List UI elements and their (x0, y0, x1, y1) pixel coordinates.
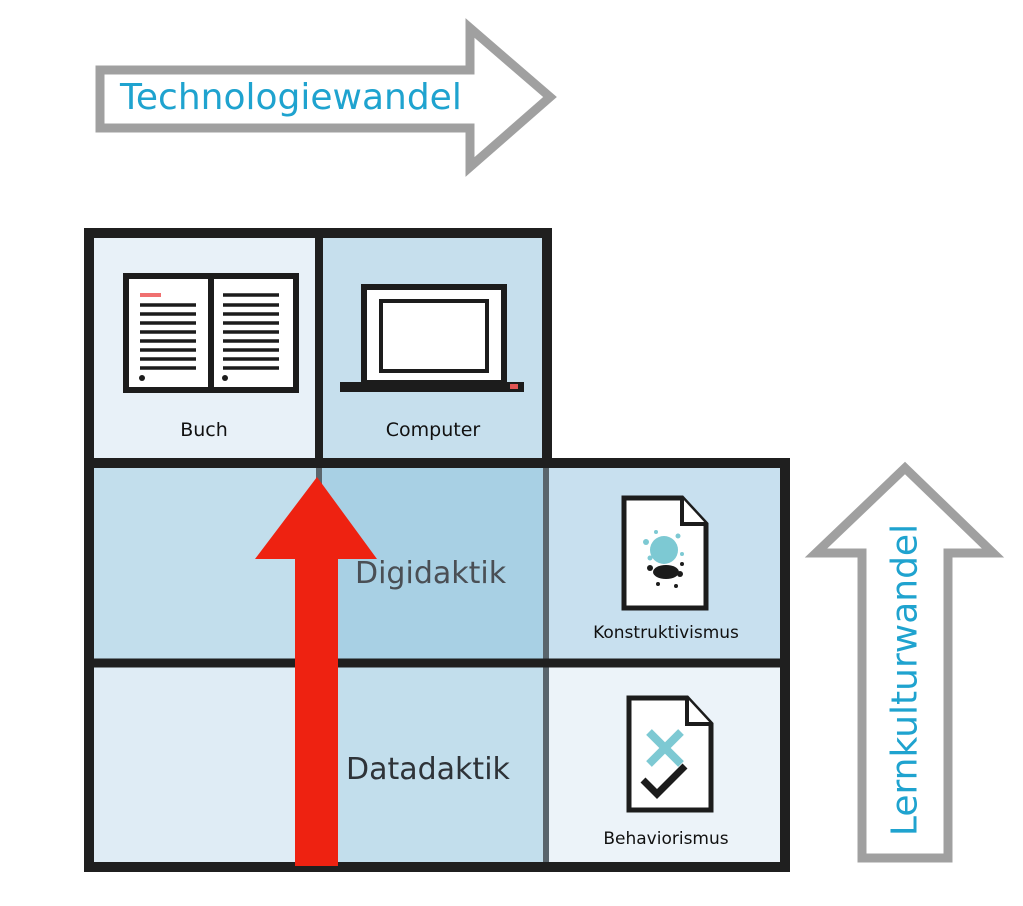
cell-bottom-center (319, 663, 547, 867)
cell-middle-left (89, 463, 319, 663)
cell-bottom-left (89, 663, 319, 867)
technology-change-label: Technologiewandel (120, 77, 462, 118)
technology-arrow-shape (95, 18, 557, 177)
buch-label: Buch (180, 419, 228, 441)
konstruktivismus-label: Konstruktivismus (593, 623, 739, 643)
checklist-document-icon (626, 695, 714, 813)
digidaktik-label: Digidaktik (355, 556, 507, 591)
open-book-icon (123, 273, 299, 393)
cell-middle-center (319, 463, 547, 663)
datadaktik-label: Datadaktik (346, 752, 510, 787)
laptop-icon (340, 284, 524, 392)
splash-document-icon (621, 495, 709, 611)
red-arrow-shape (255, 477, 377, 866)
behaviorismus-label: Behaviorismus (603, 829, 729, 849)
learning-culture-arrow-shape (804, 461, 1005, 863)
computer-label: Computer (385, 419, 481, 441)
